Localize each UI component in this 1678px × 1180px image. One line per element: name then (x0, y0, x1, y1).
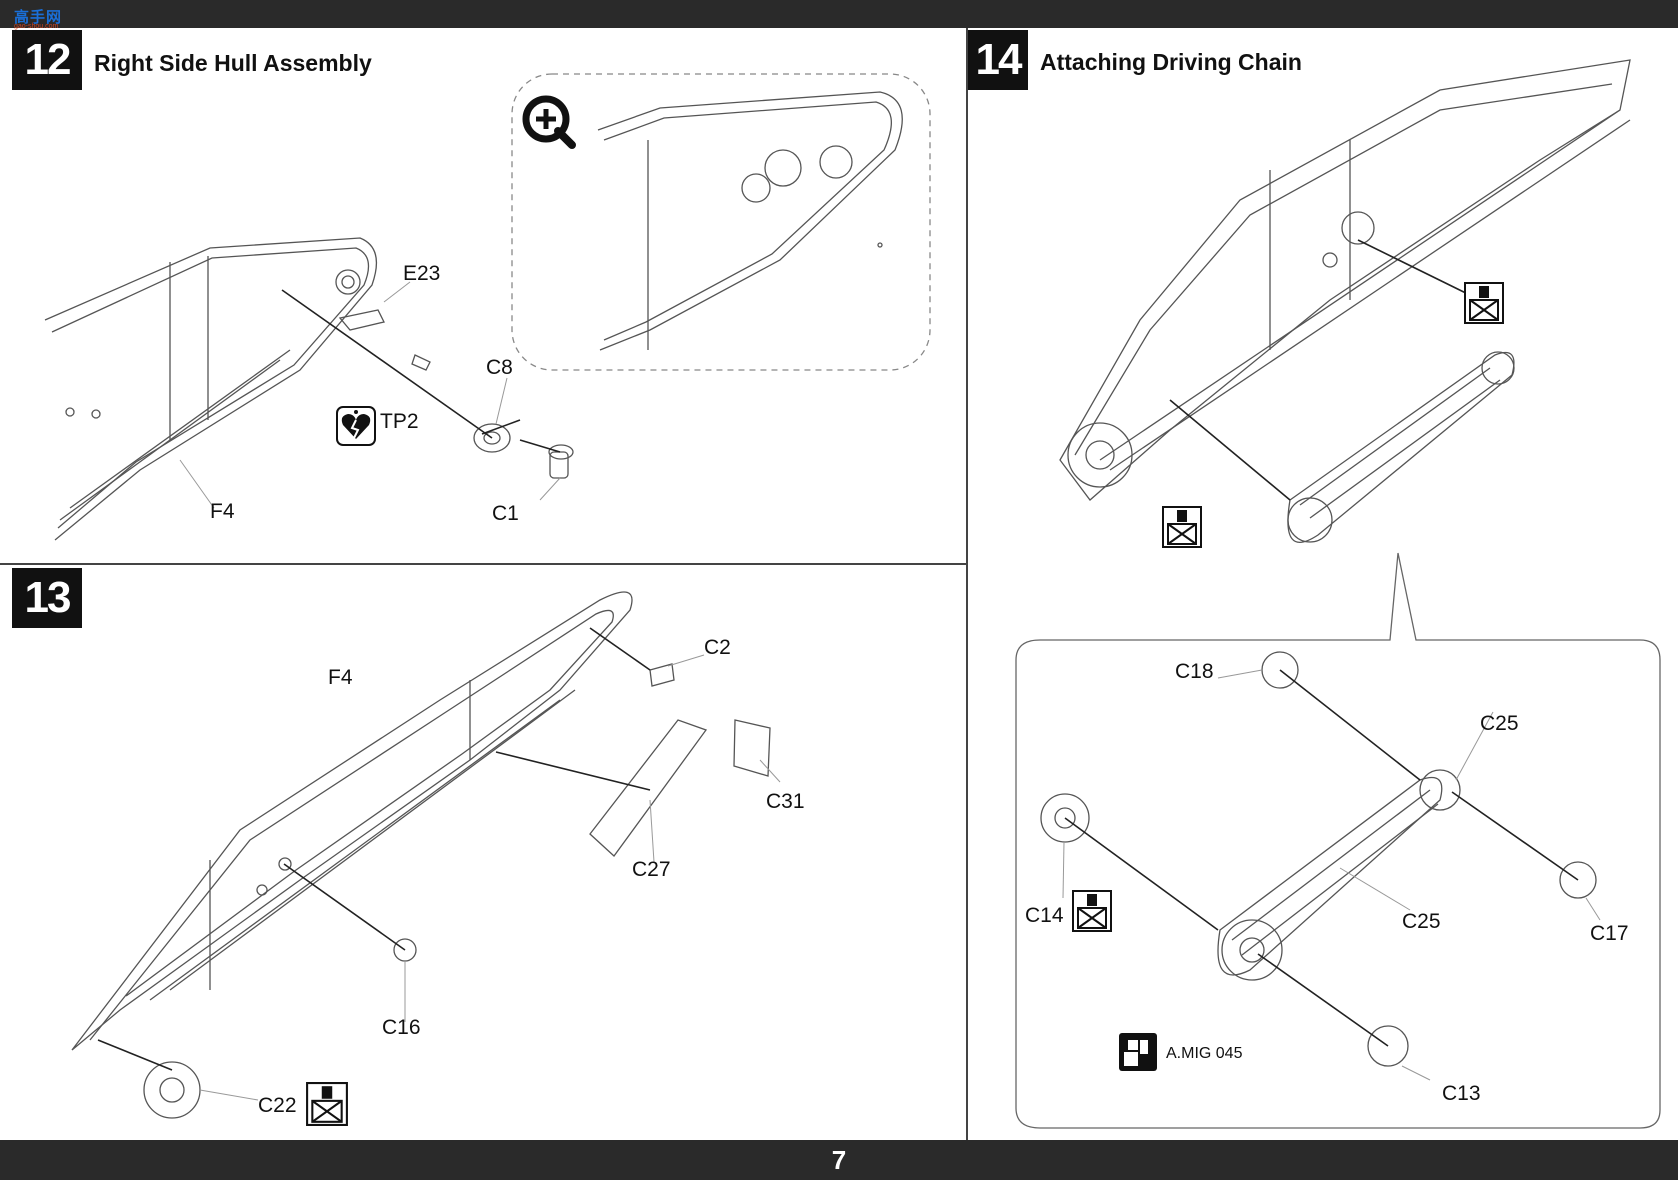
label-c17: C17 (1590, 922, 1629, 945)
bottom-bar: 7 (0, 1140, 1678, 1180)
no-glue-icon (306, 1082, 348, 1126)
step-14-title: Attaching Driving Chain (1040, 49, 1302, 75)
site-logo: 高手网 gao-shou.com (6, 4, 68, 30)
zoom-in-icon (522, 95, 576, 149)
label-c13: C13 (1442, 1082, 1481, 1105)
logo-text: 高手网 (14, 9, 63, 26)
label-c2: C2 (704, 636, 731, 659)
label-c16: C16 (382, 1016, 421, 1039)
label-c1: C1 (492, 502, 519, 525)
label-c25: C25 (1402, 910, 1441, 933)
label-c18: C18 (1175, 660, 1214, 683)
step-14-number: 14 (968, 30, 1028, 90)
label-c8: C8 (486, 356, 513, 379)
no-glue-icon (1072, 890, 1112, 932)
label-tp2: TP2 (380, 410, 419, 433)
paint-icon (1119, 1033, 1157, 1071)
logo-subtext: gao-shou.com (14, 23, 59, 30)
no-glue-icon (1162, 506, 1202, 548)
broken-heart-icon (336, 406, 376, 446)
label-f4: F4 (328, 666, 353, 689)
label-paint: A.MIG 045 (1166, 1045, 1243, 1062)
top-bar (0, 0, 1678, 28)
step-12-hull-drawing (44, 237, 378, 541)
label-c22: C22 (258, 1094, 297, 1117)
label-e23: E23 (403, 262, 441, 285)
no-glue-icon (1464, 282, 1504, 324)
label-f4: F4 (210, 500, 235, 523)
step-12-number: 12 (12, 30, 82, 90)
step-13-number: 13 (12, 568, 82, 628)
label-c27: C27 (632, 858, 671, 881)
step-12-title: Right Side Hull Assembly (94, 50, 372, 76)
page-number: 7 (831, 1144, 847, 1175)
panel-divider-horizontal (0, 563, 966, 565)
label-c14: C14 (1025, 904, 1064, 927)
label-c31: C31 (766, 790, 805, 813)
label-c25: C25 (1480, 712, 1519, 735)
panel-divider-vertical (966, 28, 968, 1140)
